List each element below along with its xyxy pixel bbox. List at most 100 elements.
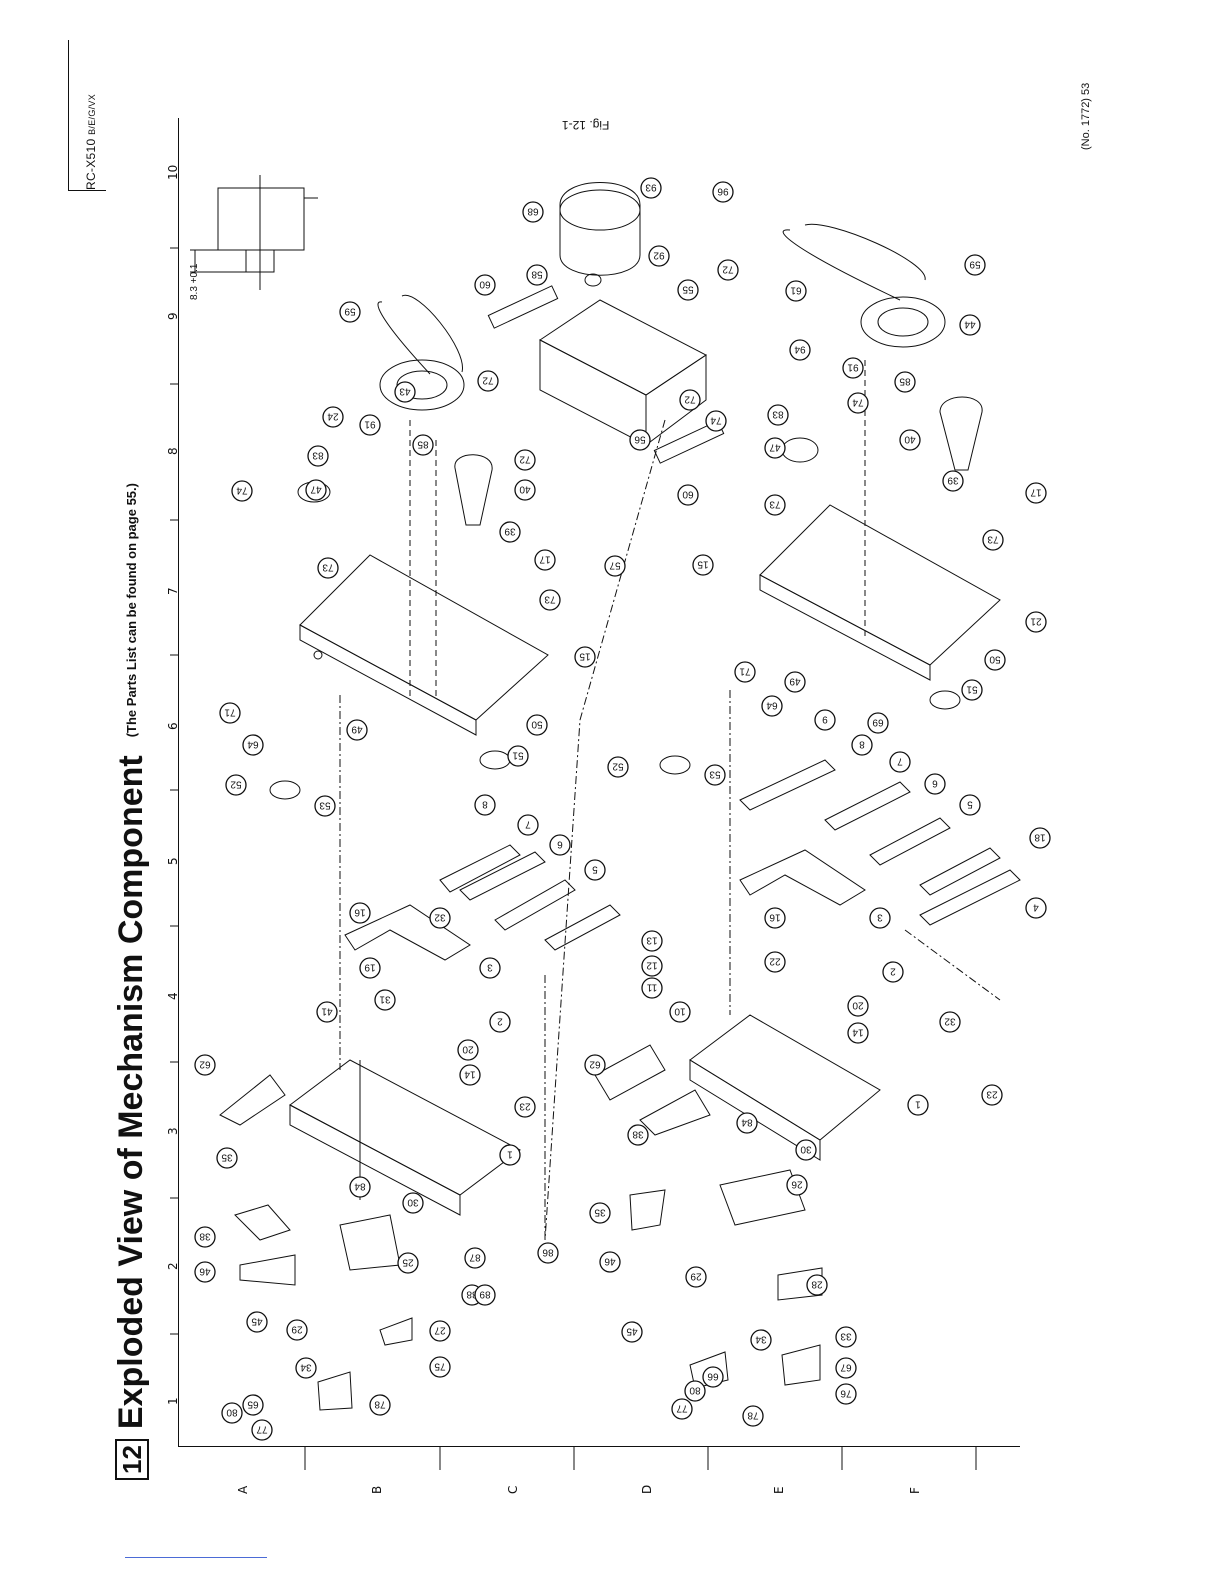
callout-38: 38 (627, 1124, 649, 1146)
callout-number: 64 (247, 739, 259, 750)
callout-number: 22 (769, 956, 781, 967)
callout-number: 7 (897, 756, 903, 767)
callout-92: 92 (648, 245, 670, 267)
callout-number: 66 (707, 1371, 719, 1382)
callout-circle (307, 445, 329, 467)
callout-number: 84 (741, 1117, 753, 1128)
callout-85: 85 (412, 434, 434, 456)
callout-circle (221, 1402, 243, 1424)
callout-31: 31 (374, 989, 396, 1011)
callout-circle (231, 480, 253, 502)
callout-circle (514, 449, 536, 471)
callout-41: 41 (316, 1001, 338, 1023)
callout-circle (599, 1251, 621, 1273)
callout-circle (684, 1380, 706, 1402)
callout-38: 38 (194, 1226, 216, 1248)
callout-number: 19 (364, 962, 376, 973)
callout-34: 34 (295, 1357, 317, 1379)
callout-number: 77 (676, 1403, 688, 1414)
callout-number: 53 (319, 800, 331, 811)
callout-86: 86 (537, 1242, 559, 1264)
callout-number: 41 (321, 1006, 333, 1017)
callout-number: 47 (769, 442, 781, 453)
callout-73: 73 (317, 557, 339, 579)
callout-73: 73 (982, 529, 1004, 551)
callout-circle (767, 404, 789, 426)
callout-40: 40 (514, 479, 536, 501)
callout-number: 74 (236, 485, 248, 496)
callout-number: 20 (462, 1044, 474, 1055)
callout-circle (961, 679, 983, 701)
callout-circle (982, 529, 1004, 551)
callout-number: 32 (434, 912, 446, 923)
callout-number: 83 (312, 450, 324, 461)
callout-47: 47 (305, 479, 327, 501)
callout-circle (939, 1011, 961, 1033)
callout-number: 23 (519, 1101, 531, 1112)
callout-circle (964, 254, 986, 276)
callout-circle (584, 859, 606, 881)
callout-50: 50 (526, 714, 548, 736)
callout-circle (869, 907, 891, 929)
callout-circle (734, 661, 756, 683)
callout-circle (537, 1242, 559, 1264)
callout-number: 47 (310, 484, 322, 495)
callout-44: 44 (959, 314, 981, 336)
callout-39: 39 (499, 521, 521, 543)
callout-78: 78 (742, 1405, 764, 1427)
callout-circle (607, 756, 629, 778)
callout-circle (314, 795, 336, 817)
callout-number: 46 (604, 1256, 616, 1267)
callout-96: 96 (712, 181, 734, 203)
callout-circle (1025, 611, 1047, 633)
callout-number: 80 (226, 1407, 238, 1418)
callout-circle (225, 774, 247, 796)
callout-7: 7 (889, 751, 911, 773)
callout-number: 50 (531, 719, 543, 730)
callout-circle (685, 1266, 707, 1288)
callout-number: 55 (682, 284, 694, 295)
callout-number: 4 (1033, 902, 1039, 913)
callout-circle (349, 902, 371, 924)
callout-circle (677, 279, 699, 301)
callout-number: 35 (594, 1207, 606, 1218)
callout-number: 59 (344, 306, 356, 317)
callout-94: 94 (789, 339, 811, 361)
callout-number: 45 (251, 1316, 263, 1327)
callout-12: 12 (641, 955, 663, 977)
callout-number: 18 (1034, 832, 1046, 843)
callout-circle (736, 1112, 758, 1134)
callout-circle (584, 1054, 606, 1076)
callout-number: 72 (482, 375, 494, 386)
callout-number: 89 (479, 1289, 491, 1300)
callout-number: 10 (674, 1006, 686, 1017)
callout-circle (717, 259, 739, 281)
callout-number: 43 (399, 386, 411, 397)
callout-number: 39 (947, 475, 959, 486)
callout-87: 87 (464, 1247, 486, 1269)
callout-circle (806, 1274, 828, 1296)
callout-number: 62 (589, 1059, 601, 1070)
callout-circle (899, 429, 921, 451)
callout-23: 23 (981, 1084, 1003, 1106)
callout-20: 20 (847, 995, 869, 1017)
callout-number: 73 (987, 534, 999, 545)
callout-circle (764, 951, 786, 973)
callout-circle (847, 995, 869, 1017)
callout-91: 91 (359, 414, 381, 436)
callout-58: 58 (526, 264, 548, 286)
callout-67: 67 (835, 1357, 857, 1379)
callout-91: 91 (842, 357, 864, 379)
callout-40: 40 (899, 429, 921, 451)
callout-circle (474, 1284, 496, 1306)
callout-number: 52 (612, 761, 624, 772)
callout-number: 71 (739, 666, 751, 677)
callout-71: 71 (734, 661, 756, 683)
callout-number: 85 (417, 439, 429, 450)
callout-number: 23 (986, 1089, 998, 1100)
callout-72: 72 (679, 389, 701, 411)
callout-number: 64 (766, 700, 778, 711)
callout-35: 35 (589, 1202, 611, 1224)
callout-circle (349, 1176, 371, 1198)
